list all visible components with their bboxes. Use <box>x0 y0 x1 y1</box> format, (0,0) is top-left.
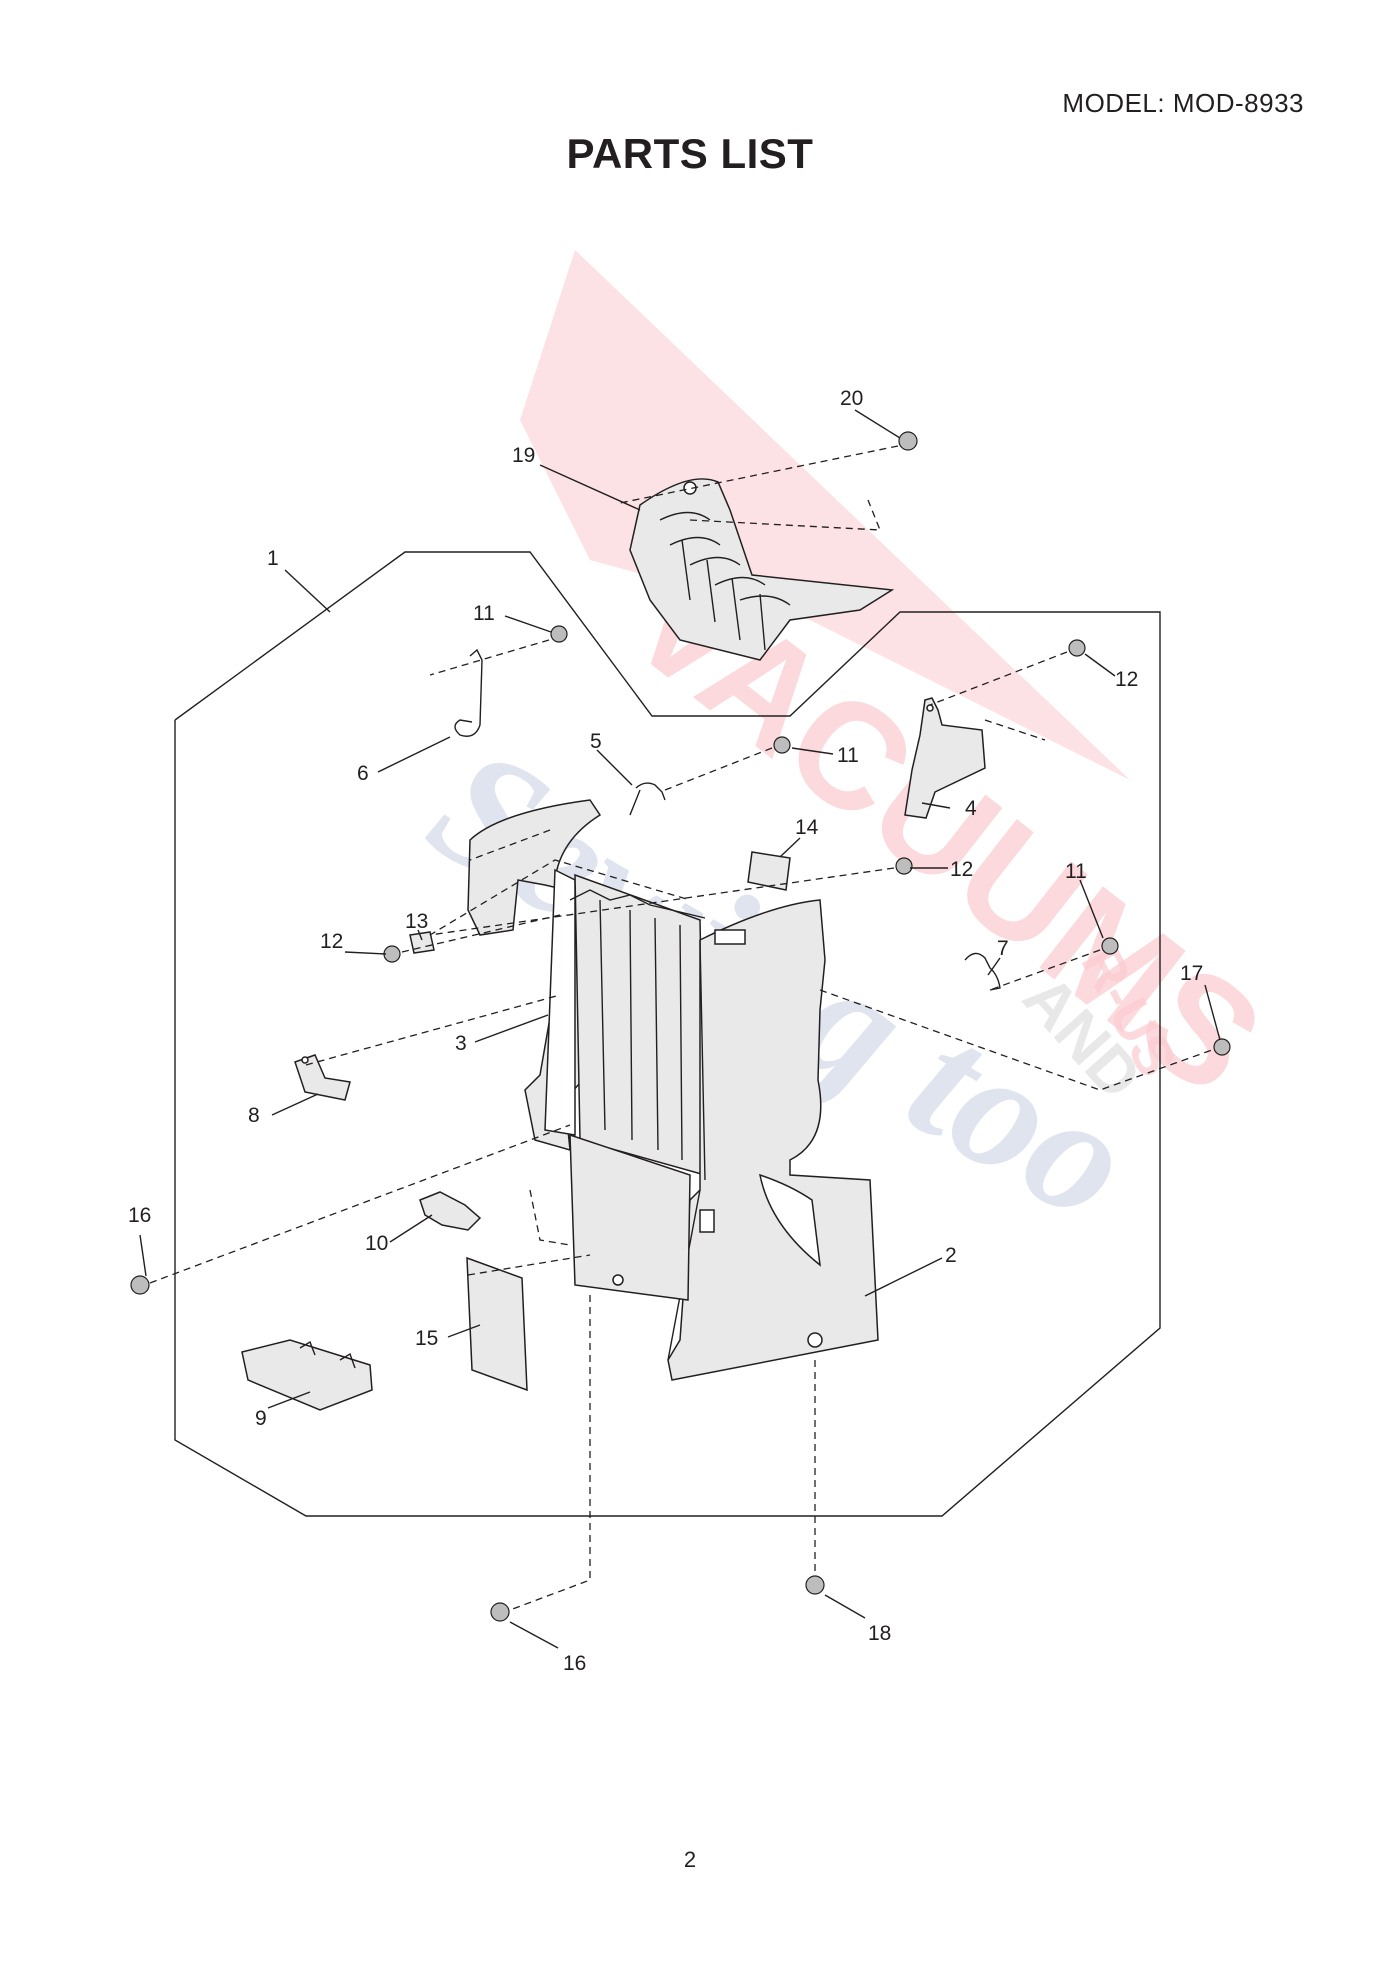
part-16-screw-a <box>130 1275 150 1295</box>
callout-12-b: 12 <box>950 858 973 881</box>
part-15-lower-panel <box>569 1133 691 1301</box>
part-12-screw-b <box>895 857 913 875</box>
part-7-spring <box>964 952 1001 991</box>
part-16-screw-b <box>490 1602 510 1622</box>
callout-11-a: 11 <box>473 602 495 625</box>
callout-11-b: 11 <box>837 744 859 767</box>
part-19-top-cover <box>629 478 895 661</box>
callout-11-c: 11 <box>1065 860 1087 883</box>
part-9-clamp <box>241 1339 373 1411</box>
assembly-outline <box>174 551 1161 1517</box>
part-11-screw-c <box>1101 937 1119 955</box>
callout-6: 6 <box>357 762 369 785</box>
callout-18: 18 <box>868 1622 891 1645</box>
callout-5: 5 <box>590 730 602 753</box>
part-20-screw <box>898 431 918 451</box>
model-number: MODEL: MOD-8933 <box>1062 88 1304 118</box>
callout-9: 9 <box>255 1407 267 1430</box>
watermark-arrow <box>520 250 1130 780</box>
callout-20: 20 <box>840 387 863 410</box>
part-10-latch <box>419 1191 482 1231</box>
part-6-spring <box>454 648 483 737</box>
callout-3: 3 <box>455 1032 467 1055</box>
part-14-pad <box>747 851 791 891</box>
part-3-duct <box>467 799 706 1176</box>
part-11-screw-a <box>550 625 568 643</box>
screws <box>130 431 1231 1622</box>
callout-labels: 1 2 3 4 5 6 7 8 9 10 11 11 11 12 12 12 1… <box>128 387 1203 1675</box>
callout-19: 19 <box>512 444 535 467</box>
part-12-screw-a <box>1068 639 1086 657</box>
callout-1: 1 <box>267 547 279 570</box>
callout-13: 13 <box>405 910 428 933</box>
callout-14: 14 <box>795 816 819 839</box>
part-12-screw-c <box>383 945 401 963</box>
part-18-screw <box>805 1575 825 1595</box>
assembly-lines <box>149 445 1213 1611</box>
callout-12-c: 12 <box>320 930 343 953</box>
part-11-screw-b <box>773 736 791 754</box>
leader-lines <box>139 409 1221 1649</box>
part-13-pad <box>409 931 435 954</box>
page-title: PARTS LIST <box>566 130 814 177</box>
part-2-housing <box>667 899 879 1381</box>
callout-16-b: 16 <box>563 1652 586 1675</box>
callout-15: 15 <box>415 1327 438 1350</box>
callout-2: 2 <box>945 1244 957 1267</box>
part-15-plate <box>466 1256 528 1392</box>
part-5-spring <box>629 782 666 816</box>
callout-17: 17 <box>1180 962 1203 985</box>
part-4-bracket <box>904 697 986 819</box>
callout-8: 8 <box>248 1104 260 1127</box>
part-8-bracket <box>294 1054 351 1101</box>
page-number: 2 <box>683 1847 697 1872</box>
callout-12-a: 12 <box>1115 668 1138 691</box>
callout-4: 4 <box>965 797 977 820</box>
callout-10: 10 <box>365 1232 388 1255</box>
callout-16-a: 16 <box>128 1204 151 1227</box>
callout-7: 7 <box>997 937 1009 960</box>
part-17-screw <box>1213 1038 1231 1056</box>
